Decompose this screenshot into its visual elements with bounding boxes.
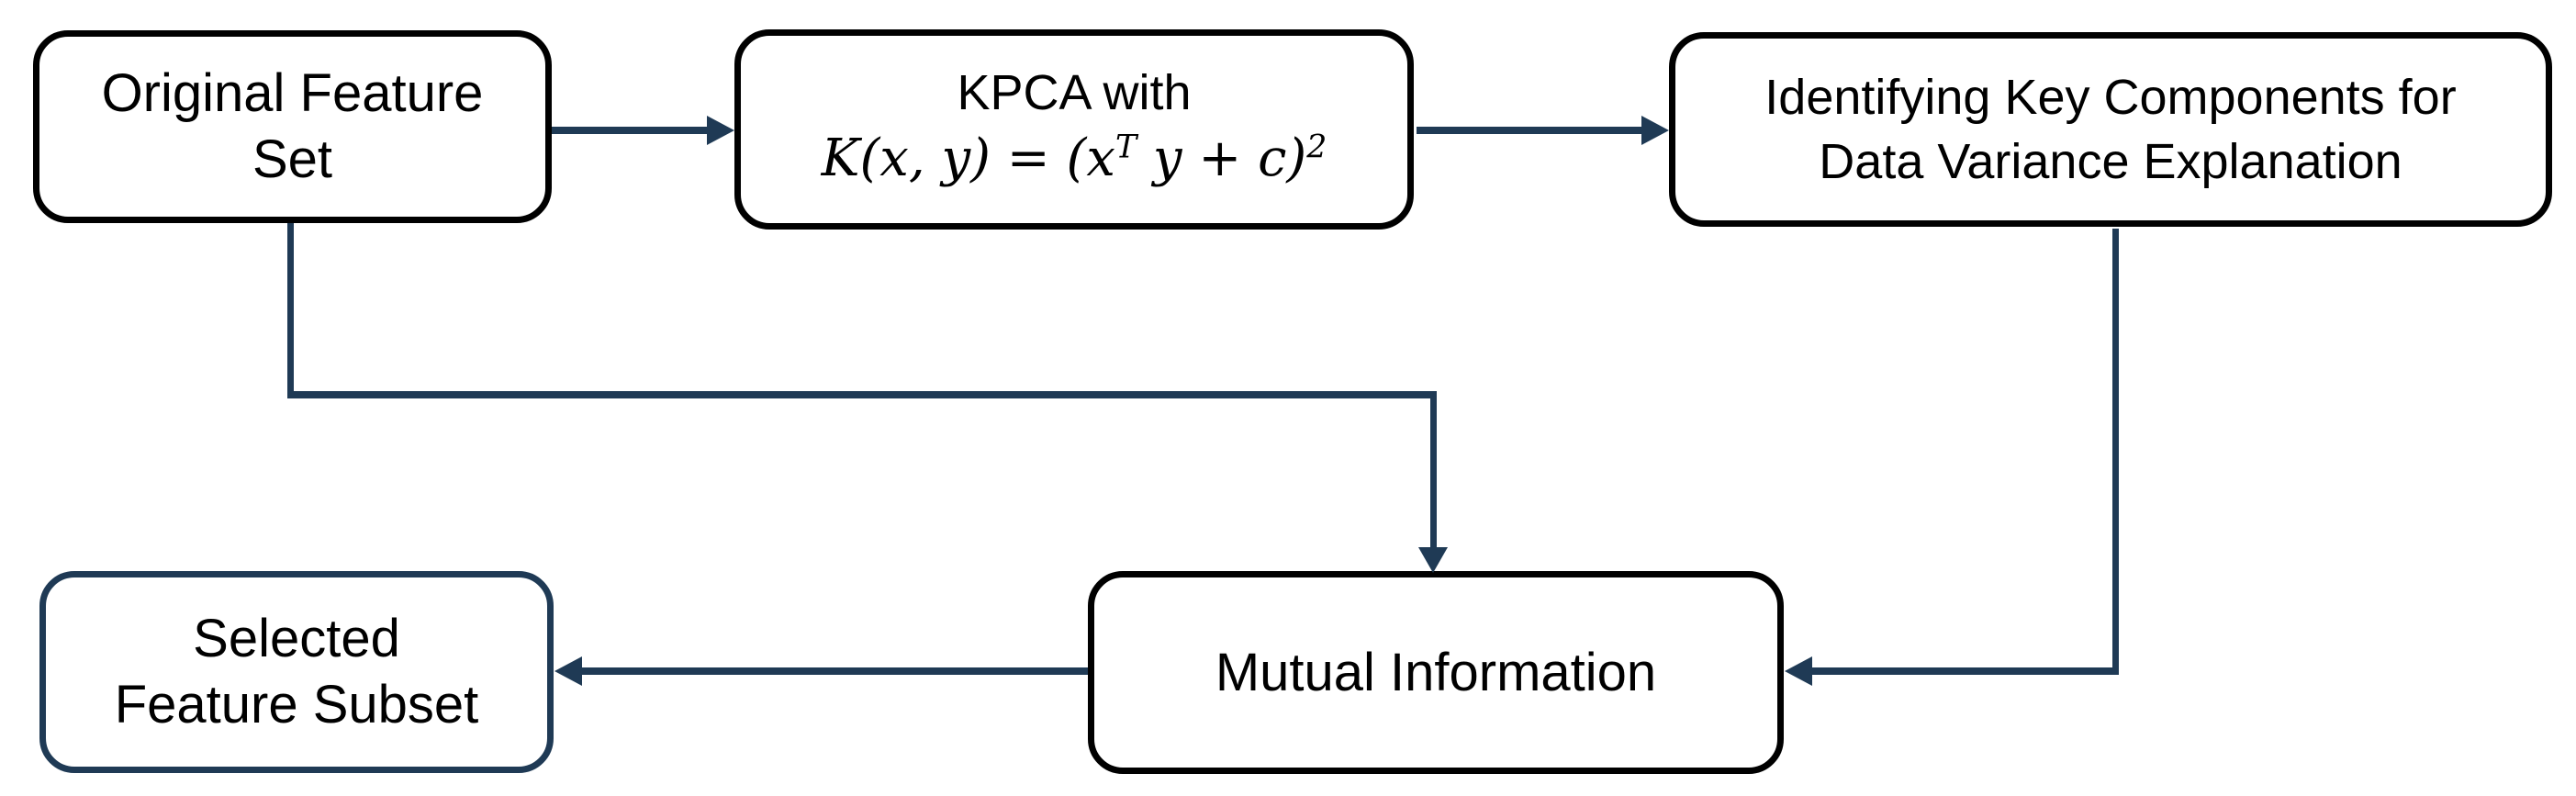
node-label-line: Set (252, 129, 333, 189)
arrowhead-right-icon (1641, 116, 1669, 145)
kpca-kernel-formula: K(x, y) = (xT y + c)2 (822, 122, 1327, 196)
formula-tail: y + c) (1137, 129, 1307, 188)
node-label-line: KPCA with (957, 65, 1192, 120)
edge-kpca-to-identify-line (1417, 127, 1643, 134)
node-kpca: KPCA with K(x, y) = (xT y + c)2 (734, 29, 1414, 230)
node-identifying-key-components: Identifying Key Components for Data Vari… (1669, 32, 2552, 227)
node-original-feature-set: Original Feature Set (33, 30, 552, 223)
arrowhead-left-icon (554, 656, 582, 686)
formula-head: K(x, y) = (x (821, 129, 1115, 188)
node-label-line: Data Variance Explanation (1819, 134, 2402, 189)
arrowhead-right-icon (707, 116, 734, 145)
node-label-line: Selected (193, 609, 400, 668)
arrowhead-down-icon (1418, 547, 1448, 573)
edge-original-to-mutual-segment-vertical (287, 223, 294, 398)
edge-identify-to-mutual-segment-horizontal (1812, 667, 2119, 675)
arrowhead-left-icon (1785, 656, 1812, 686)
node-label-line: Mutual Information (1215, 642, 1657, 702)
edge-mutual-to-selected-line (582, 667, 1088, 675)
edge-original-to-mutual-segment-drop (1430, 391, 1437, 549)
node-mutual-information: Mutual Information (1088, 571, 1784, 774)
node-label-line: Identifying Key Components for (1764, 70, 2457, 125)
edge-original-to-kpca-line (552, 127, 710, 134)
node-label-line: Feature Subset (114, 675, 479, 734)
node-label-line: Original Feature (101, 63, 484, 123)
edge-original-to-mutual-segment-horizontal (287, 391, 1437, 398)
edge-identify-to-mutual-segment-vertical (2112, 229, 2119, 671)
formula-superscript-t: T (1114, 129, 1137, 166)
node-selected-feature-subset: Selected Feature Subset (39, 571, 554, 773)
formula-superscript-2: 2 (1306, 129, 1327, 166)
